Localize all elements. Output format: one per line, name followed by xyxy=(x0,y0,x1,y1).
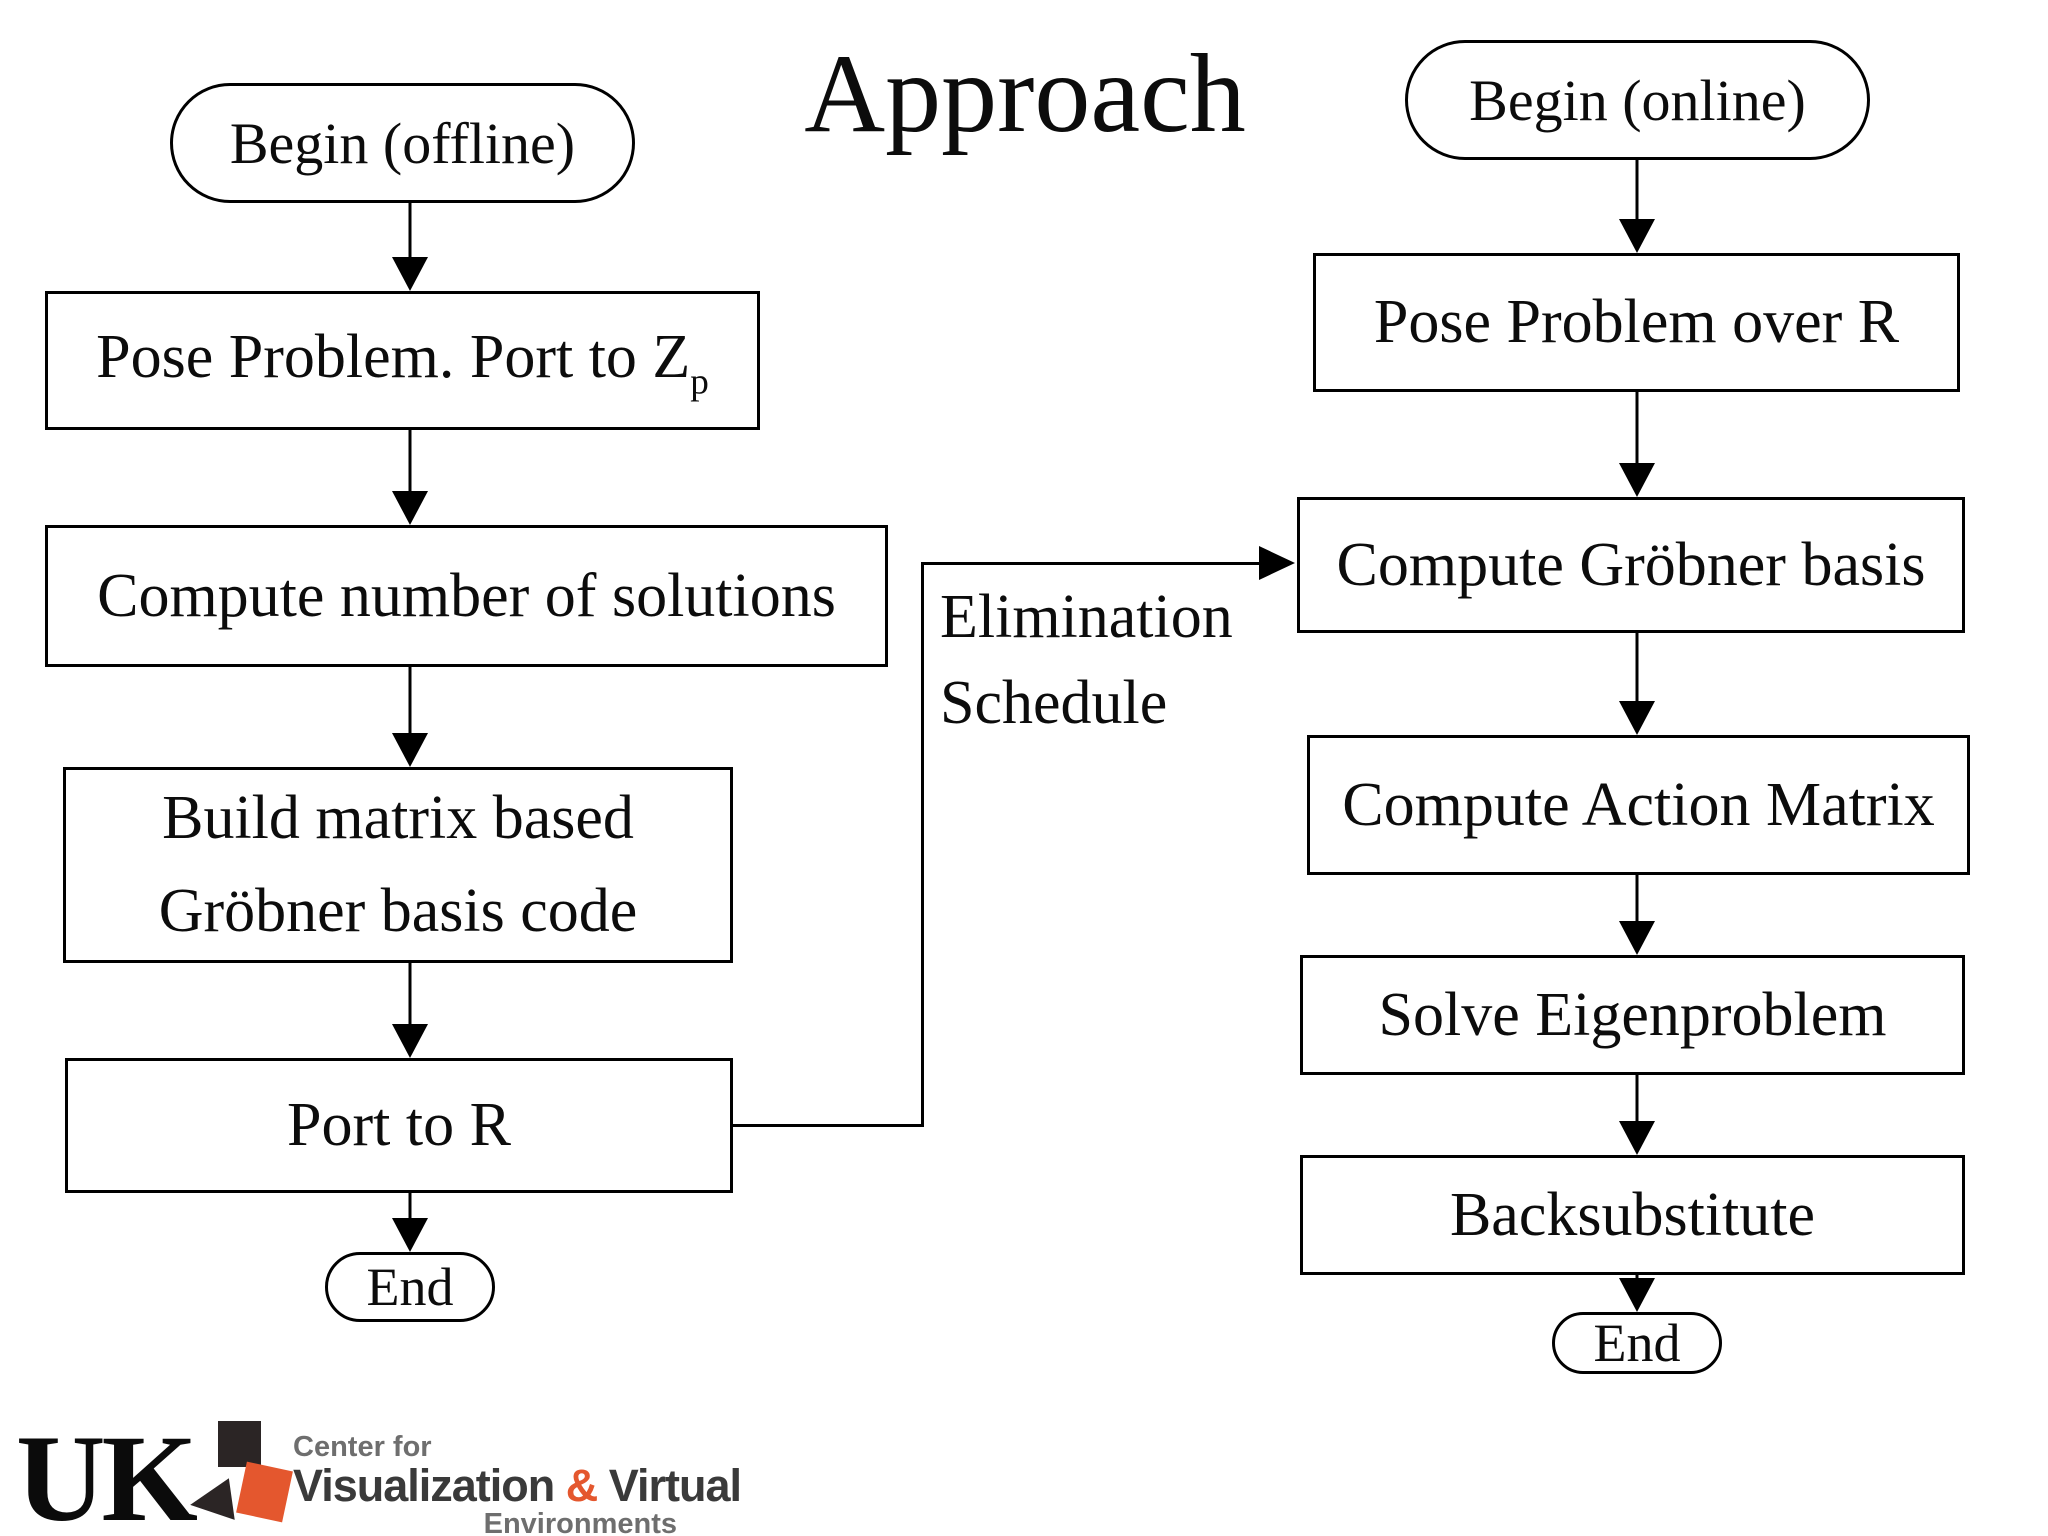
node-compute-action-matrix-label: Compute Action Matrix xyxy=(1342,770,1935,839)
arrow-shaft xyxy=(1635,1075,1639,1123)
cvve-environments: Environments xyxy=(483,1508,677,1536)
node-build-matrix-line2: Gröbner basis code xyxy=(158,877,638,945)
node-end-offline-label: End xyxy=(366,1256,454,1317)
cvve-visualization-virtual: Visualization & Virtual xyxy=(293,1460,742,1511)
node-solve-eigenproblem: Solve Eigenproblem xyxy=(1300,955,1965,1075)
cvve-black-square-icon xyxy=(218,1421,261,1467)
arrow-pose-to-compute xyxy=(390,430,430,525)
node-pose-problem-zp: Pose Problem. Port to Zp xyxy=(45,291,760,430)
cvve-triangle-icon xyxy=(187,1478,235,1526)
arrow-grobner-to-action xyxy=(1617,633,1657,735)
cvve-visualization-text: Visualization xyxy=(293,1460,566,1511)
arrow-shaft xyxy=(1635,633,1639,703)
node-build-matrix-line1: Build matrix based xyxy=(162,784,634,852)
arrowhead-down-icon xyxy=(1619,463,1655,497)
node-compute-grobner: Compute Gröbner basis xyxy=(1297,497,1965,633)
arrowhead-right-icon xyxy=(1259,546,1295,580)
arrow-shaft xyxy=(408,203,412,259)
node-port-to-r-label: Port to R xyxy=(287,1091,511,1159)
node-build-matrix: Build matrix based Gröbner basis code xyxy=(63,767,733,963)
node-backsubstitute-label: Backsubstitute xyxy=(1449,1180,1816,1249)
uk-logo-text: UK xyxy=(16,1410,198,1536)
connector-vertical xyxy=(921,563,924,1127)
arrowhead-down-icon xyxy=(392,1218,428,1252)
arrowhead-down-icon xyxy=(1619,701,1655,735)
node-pose-problem-r-label: Pose Problem over R xyxy=(1373,288,1900,356)
arrow-shaft xyxy=(1635,160,1639,221)
node-solve-eigenproblem-label: Solve Eigenproblem xyxy=(1378,980,1887,1049)
node-compute-solutions: Compute number of solutions xyxy=(45,525,888,667)
node-begin-offline-label: Begin (offline) xyxy=(229,110,576,176)
arrow-pose-to-grobner xyxy=(1617,392,1657,497)
node-pose-problem-r: Pose Problem over R xyxy=(1313,253,1960,392)
node-compute-solutions-label: Compute number of solutions xyxy=(97,561,836,630)
arrow-begin-online-to-pose xyxy=(1617,160,1657,253)
node-backsubstitute: Backsubstitute xyxy=(1300,1155,1965,1275)
node-pose-problem-zp-label: Pose Problem. Port to Zp xyxy=(96,311,709,411)
node-end-offline: End xyxy=(325,1252,495,1322)
connector-label-line1: Elimination xyxy=(940,583,1233,651)
connector-label: Elimination Schedule xyxy=(940,575,1233,746)
cvve-center-for: Center for xyxy=(293,1431,432,1463)
uk-logo: UK xyxy=(16,1408,198,1536)
arrowhead-down-icon xyxy=(392,1024,428,1058)
arrowhead-down-icon xyxy=(1619,219,1655,253)
node-end-online-label: End xyxy=(1593,1312,1681,1373)
arrow-build-to-port xyxy=(390,963,430,1058)
cvve-logo: Center for Visualization & Virtual Envir… xyxy=(293,1431,742,1536)
page-title: Approach xyxy=(804,32,1246,156)
arrow-shaft xyxy=(1635,392,1639,465)
cvve-virtual-text: Virtual xyxy=(597,1460,742,1511)
connector-horizontal-top xyxy=(921,562,1259,565)
arrowhead-down-icon xyxy=(1619,921,1655,955)
connector-label-line2: Schedule xyxy=(940,668,1168,737)
arrow-compute-to-build xyxy=(390,667,430,767)
arrow-shaft xyxy=(408,667,412,735)
arrowhead-down-icon xyxy=(392,733,428,767)
node-compute-grobner-label: Compute Gröbner basis xyxy=(1336,530,1926,599)
pose-zp-text: Pose Problem. Port to Z xyxy=(96,322,691,391)
arrow-shaft xyxy=(408,430,412,493)
arrowhead-down-icon xyxy=(392,491,428,525)
arrowhead-down-icon xyxy=(392,257,428,291)
node-port-to-r: Port to R xyxy=(65,1058,733,1193)
arrow-begin-offline-to-pose xyxy=(390,203,430,291)
cvve-ampersand: & xyxy=(565,1460,598,1511)
node-begin-online: Begin (online) xyxy=(1405,40,1870,160)
node-begin-offline: Begin (offline) xyxy=(170,83,635,203)
arrow-backsub-to-end xyxy=(1617,1275,1657,1312)
arrow-shaft xyxy=(1635,1275,1639,1280)
arrow-shaft xyxy=(1635,875,1639,923)
arrowhead-down-icon xyxy=(1619,1278,1655,1312)
node-begin-online-label: Begin (online) xyxy=(1469,67,1806,133)
arrow-port-to-end xyxy=(390,1193,430,1252)
node-end-online: End xyxy=(1552,1312,1722,1374)
connector-horizontal-bottom xyxy=(733,1124,924,1127)
node-compute-action-matrix: Compute Action Matrix xyxy=(1307,735,1970,875)
arrowhead-down-icon xyxy=(1619,1121,1655,1155)
arrow-shaft xyxy=(408,963,412,1026)
arrow-action-to-eigen xyxy=(1617,875,1657,955)
arrow-eigen-to-backsub xyxy=(1617,1075,1657,1155)
arrow-shaft xyxy=(408,1193,412,1220)
pose-zp-subscript: p xyxy=(690,361,709,403)
cvve-orange-square-icon xyxy=(236,1461,293,1523)
